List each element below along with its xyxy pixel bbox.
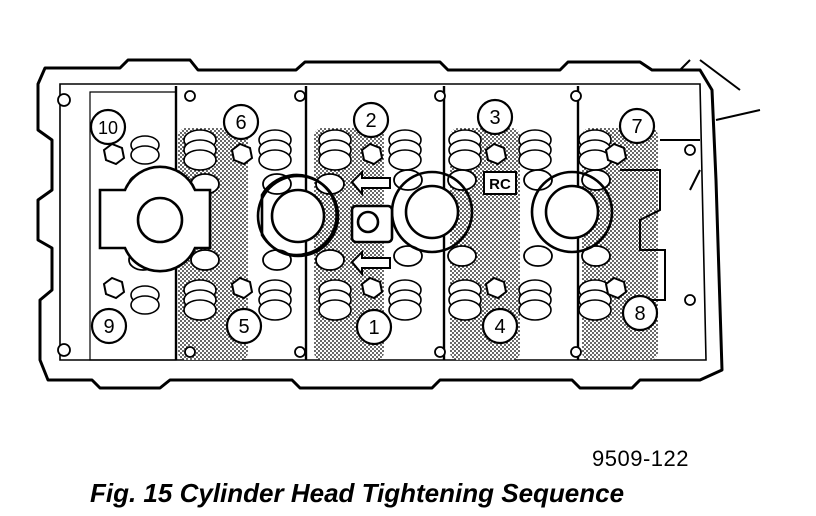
bolt-label: 5 (238, 316, 249, 338)
side-bracket (660, 59, 761, 191)
bolt-label: 3 (489, 107, 500, 129)
hex-bolt-heads (102, 142, 628, 300)
bolt-label: 2 (365, 110, 376, 132)
border-holes (57, 90, 696, 358)
bolt-label: 6 (235, 112, 246, 134)
valve-springs (130, 129, 612, 321)
direction-arrows (350, 169, 391, 277)
figure-caption: Fig. 15 Cylinder Head Tightening Sequenc… (90, 478, 625, 508)
camshaft-saddles (98, 165, 614, 273)
bolt-marker-2: 2 (352, 101, 390, 139)
bolt-marker-6: 6 (222, 103, 260, 141)
right-end-detail (620, 169, 666, 301)
bolt-label: 9 (103, 316, 114, 338)
inner-rim (59, 83, 707, 361)
stamp-box (483, 171, 517, 195)
bolt-marker-7: 7 (618, 107, 656, 145)
bolt-label: 8 (634, 303, 645, 325)
bolt-marker-8: 8 (621, 294, 659, 332)
bolt-marker-3: 3 (476, 98, 514, 136)
bolt-sequence-markers: 1 2 3 4 5 6 7 8 (89, 98, 659, 346)
bolt-marker-9: 9 (90, 307, 128, 345)
bolt-label: 1 (368, 317, 379, 339)
stamp-label: RC (489, 176, 511, 193)
bolt-label: 10 (98, 118, 118, 138)
bolt-marker-10: 10 (89, 108, 127, 146)
bolt-marker-4: 4 (481, 307, 519, 345)
bolt-marker-5: 5 (225, 307, 263, 345)
bolt-label: 4 (494, 316, 505, 338)
bolt-marker-1: 1 (355, 308, 393, 346)
bolt-label: 7 (631, 116, 642, 138)
figure-number: 9509-122 (592, 446, 689, 471)
